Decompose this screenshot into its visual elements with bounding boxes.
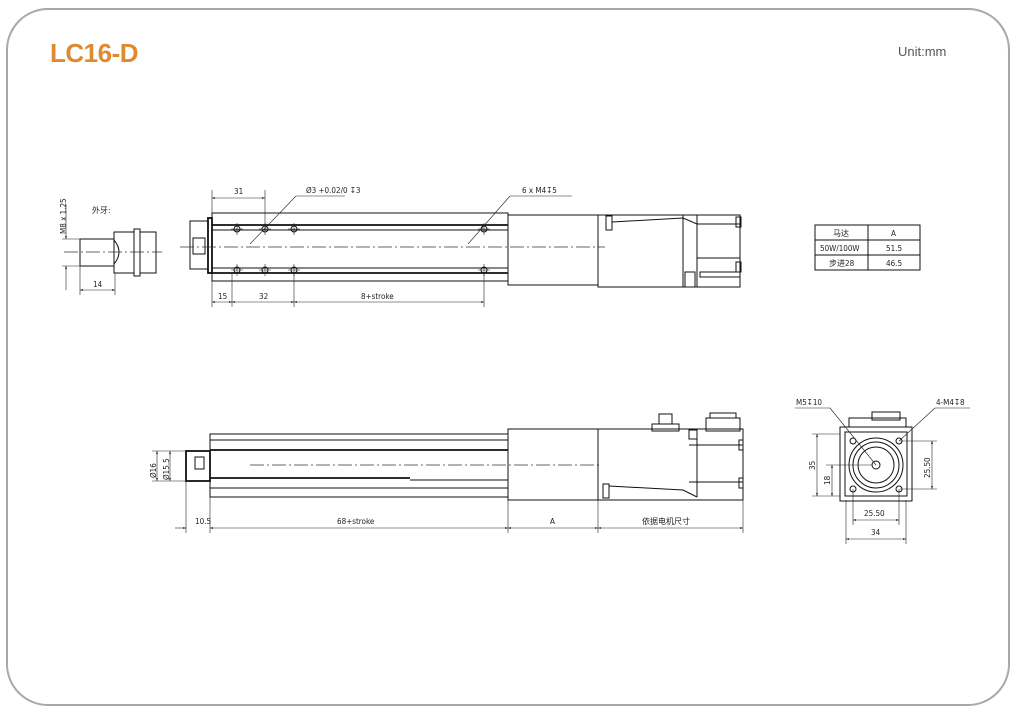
fitting-view: M8 x 1.25 外牙: 14 (59, 198, 162, 295)
m5-callout: M5↧10 (796, 398, 822, 407)
page-title: LC16-D (50, 38, 139, 68)
top-view: 31 Ø3 +0.02/0 ↧3 6 x M4↧5 15 32 8+stroke (180, 185, 742, 307)
dim-a: A (550, 517, 555, 526)
table-cell: 50W/100W (820, 244, 860, 253)
m4-callout: 4-M4↧8 (936, 398, 965, 407)
dim-32: 32 (259, 292, 268, 301)
dim-25-50-vertical: 25.50 (923, 457, 932, 478)
tap-hole-callout: 6 x M4↧5 (522, 186, 557, 195)
dim-10-5: 10.5 (195, 517, 211, 526)
dim-31: 31 (234, 187, 243, 196)
dim-15: 15 (218, 292, 227, 301)
thread-type-label: 外牙: (92, 205, 110, 215)
unit-label: Unit:mm (898, 44, 947, 59)
motor-table: 马达 A 50W/100W 51.5 步进28 46.5 (814, 224, 921, 271)
dim-motor-size: 依据电机尺寸 (642, 516, 690, 526)
table-cell: 步进28 (829, 259, 855, 268)
dim-35: 35 (808, 461, 817, 470)
dim-14: 14 (93, 280, 103, 289)
table-cell: 51.5 (886, 244, 902, 253)
end-view: M5↧10 4-M4↧8 35 18 25.50 25.50 34 (795, 398, 970, 544)
dim-18: 18 (823, 475, 832, 485)
dim-dia-16: Ø16 (148, 463, 158, 478)
pin-hole-callout: Ø3 +0.02/0 ↧3 (306, 185, 360, 195)
drawing-frame (6, 8, 1010, 706)
dim-25-50-horizontal: 25.50 (864, 509, 885, 518)
dim-8-stroke: 8+stroke (361, 292, 394, 301)
thread-size-label: M8 x 1.25 (59, 198, 68, 234)
dim-68-stroke: 68+stroke (337, 517, 375, 526)
dim-34: 34 (871, 528, 881, 537)
table-header-a: A (891, 229, 896, 238)
dim-dia-15-5: Ø15.5 (161, 458, 171, 480)
table-cell: 46.5 (886, 259, 902, 268)
table-header-motor: 马达 (833, 228, 849, 238)
side-view: Ø16 Ø15.5 10.5 68+stroke A 依据电机尺寸 (148, 412, 744, 533)
